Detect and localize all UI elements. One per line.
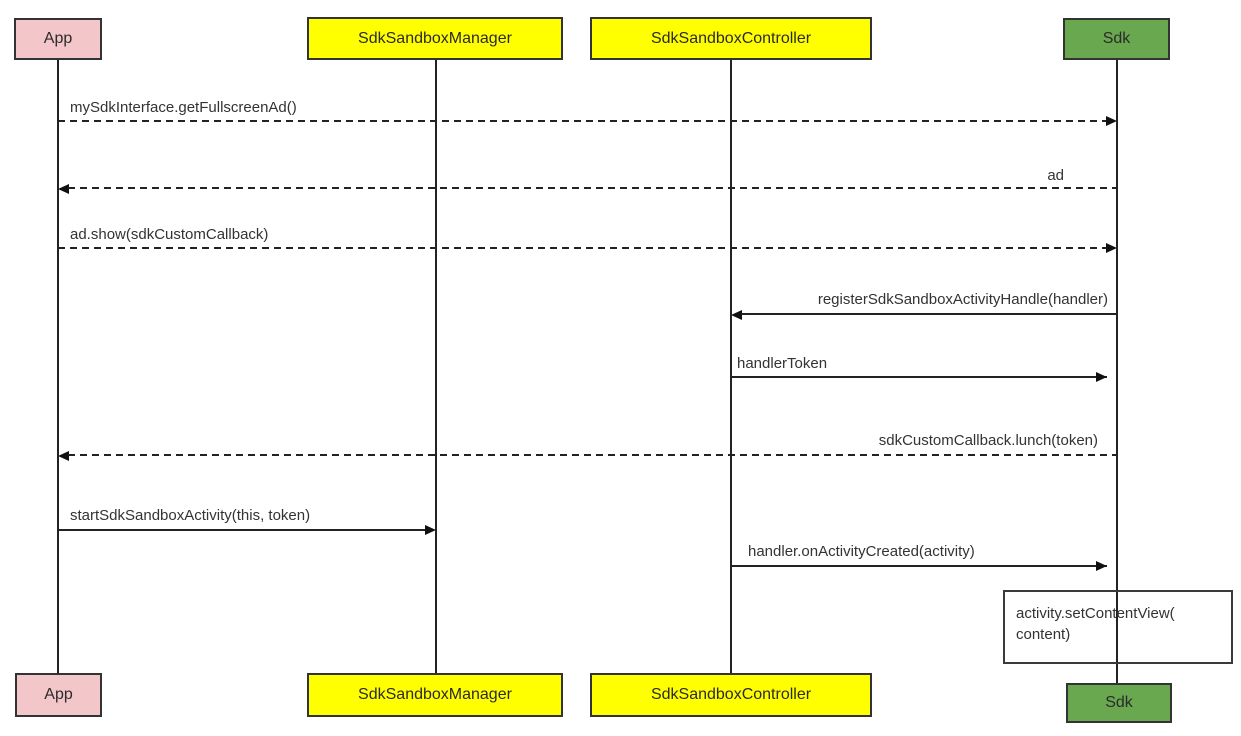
message-lunch-line (68, 454, 1117, 456)
message-registerhandle-arrowhead-icon (731, 310, 742, 320)
lifeline-sdksandboxmanager (435, 60, 437, 673)
participant-sdk-top: Sdk (1063, 18, 1170, 60)
message-startactivity-label: startSdkSandboxActivity(this, token) (70, 507, 311, 524)
message-adshow-arrowhead-icon (1106, 243, 1117, 253)
participant-sdk-bottom: Sdk (1066, 683, 1172, 723)
message-handlertoken-arrowhead-icon (1096, 372, 1107, 382)
participant-sdksandboxcontroller-bottom: SdkSandboxController (590, 673, 872, 717)
message-startactivity-arrowhead-icon (425, 525, 436, 535)
message-getfullscreenad-label: mySdkInterface.getFullscreenAd() (70, 99, 297, 116)
message-lunch-arrowhead-icon (58, 451, 69, 461)
participant-sdksandboxcontroller-top-label: SdkSandboxController (650, 29, 812, 47)
participant-sdksandboxmanager-top: SdkSandboxManager (307, 17, 563, 60)
message-getfullscreenad-arrowhead-icon (1106, 116, 1117, 126)
note-setcontentview: activity.setContentView( content) (1003, 590, 1233, 664)
participant-sdksandboxcontroller-bottom-label: SdkSandboxController (650, 686, 812, 703)
message-handlertoken-line (731, 376, 1107, 378)
participant-sdk-bottom-label: Sdk (1105, 694, 1133, 711)
participant-app-bottom-label: App (44, 686, 73, 703)
message-adshow-line (58, 247, 1107, 249)
lifeline-app (57, 60, 59, 673)
message-adshow-label: ad.show(sdkCustomCallback) (70, 226, 269, 243)
message-ad-line (68, 187, 1117, 189)
message-startactivity-line (58, 529, 426, 531)
participant-app-bottom: App (15, 673, 102, 717)
message-lunch-label: sdkCustomCallback.lunch(token) (878, 432, 1098, 449)
participant-sdksandboxmanager-bottom-label: SdkSandboxManager (358, 686, 512, 703)
message-getfullscreenad-line (58, 120, 1107, 122)
participant-app-top-label: App (43, 30, 73, 47)
note-setcontentview-line2: content) (1016, 626, 1071, 643)
message-onactivitycreated-arrowhead-icon (1096, 561, 1107, 571)
participant-sdksandboxcontroller-top: SdkSandboxController (590, 17, 872, 60)
message-registerhandle-label: registerSdkSandboxActivityHandle(handler… (817, 291, 1108, 308)
message-registerhandle-line (741, 313, 1117, 315)
participant-app-top: App (14, 18, 102, 60)
message-ad-arrowhead-icon (58, 184, 69, 194)
participant-sdk-top-label: Sdk (1102, 30, 1131, 47)
participant-sdksandboxmanager-bottom: SdkSandboxManager (307, 673, 563, 717)
message-ad-label: ad (1047, 167, 1064, 184)
lifeline-sdk (1116, 60, 1118, 683)
note-setcontentview-line1: activity.setContentView( (1016, 605, 1175, 622)
message-onactivitycreated-line (731, 565, 1107, 567)
message-onactivitycreated-label: handler.onActivityCreated(activity) (748, 543, 975, 560)
participant-sdksandboxmanager-top-label: SdkSandboxManager (358, 29, 512, 47)
lifeline-sdksandboxcontroller (730, 60, 732, 673)
message-handlertoken-label: handlerToken (737, 355, 828, 372)
